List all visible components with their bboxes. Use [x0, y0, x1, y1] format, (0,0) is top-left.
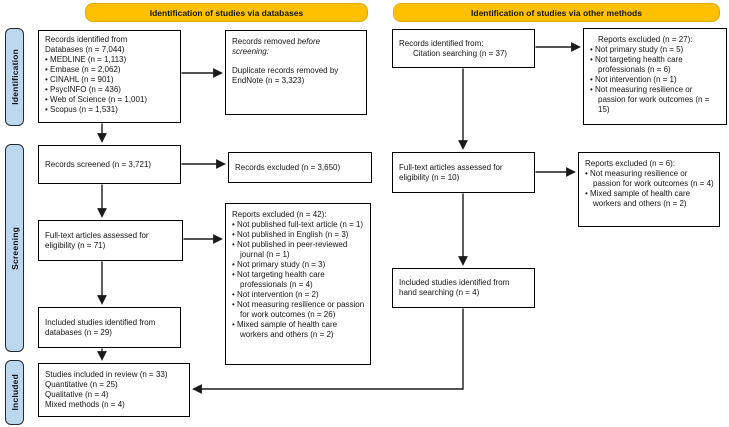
box-records-identified-other: Records identified from: Citation search… [392, 29, 535, 68]
box-title-line: Citation searching (n = 37) [413, 48, 508, 58]
box-title-line: Reports excluded (n = 42): [232, 210, 327, 219]
box-text-line: Studies included in review (n = 33) [45, 370, 168, 379]
box-text-line: Qualitative (n = 4) [45, 390, 109, 399]
list-item: Not published in English (n = 3) [232, 230, 365, 240]
box-fulltext-assessed-databases: Full-text articles assessed for eligibil… [38, 220, 183, 261]
list-item: Web of Science (n = 1,001) [45, 95, 175, 105]
list-item: Not primary study (n = 3) [232, 260, 365, 270]
list-item: Scopus (n = 1,531) [45, 105, 175, 115]
box-included-from-databases: Included studies identified from databas… [38, 307, 181, 348]
box-title-line: Records identified from: [399, 38, 484, 48]
box-records-removed: Records removed before screening: Duplic… [225, 30, 367, 115]
stage-label: Screening [9, 226, 20, 270]
box-text: Full-text articles assessed for eligibil… [45, 230, 149, 250]
box-text: Records screened (n = 3,721) [45, 159, 152, 169]
text-run: Records removed [232, 37, 296, 46]
box-title-line: Records removed before screening: [232, 37, 361, 57]
list-item: Not measuring resilience or passion for … [232, 300, 365, 320]
box-studies-included-review: Studies included in review (n = 33) Quan… [38, 363, 190, 417]
exclusion-reason-list: Not primary study (n = 5) Not targeting … [590, 45, 721, 115]
exclusion-reason-list: Not measuring resilience or passion for … [585, 169, 714, 209]
box-records-excluded: Records excluded (n = 3,650) [228, 152, 372, 183]
box-title-line: Reports excluded (n = 6): [585, 159, 676, 168]
list-item: Not targeting health care professionals … [590, 55, 721, 75]
box-records-identified-databases: Records identified from Databases (n = 7… [38, 30, 181, 123]
database-source-list: MEDLINE (n = 1,113) Embase (n = 2,062) C… [45, 55, 175, 115]
box-text-line: Quantitative (n = 25) [45, 380, 118, 389]
box-included-from-hand-searching: Included studies identified from hand se… [392, 268, 535, 308]
list-item: Not intervention (n = 1) [590, 75, 721, 85]
list-item: Mixed sample of health care workers and … [585, 189, 714, 209]
box-reports-excluded-databases: Reports excluded (n = 42): Not published… [225, 203, 371, 365]
text-run-italic: before [297, 37, 321, 46]
box-text: Included studies identified from databas… [45, 317, 156, 337]
stage-label: Identification [9, 49, 20, 105]
box-reports-excluded-other-27: Reports excluded (n = 27): Not primary s… [583, 28, 727, 125]
stage-label: Included [9, 374, 20, 411]
list-item: Not published in peer-reviewed journal (… [232, 240, 365, 260]
box-text: Included studies identified from hand se… [399, 278, 510, 297]
box-title-line: Databases (n = 7,044) [45, 45, 125, 54]
list-item: Mixed sample of health care workers and … [232, 320, 365, 340]
box-title-line: Records identified from [45, 35, 128, 44]
header-databases: Identification of studies via databases [85, 3, 368, 22]
list-item: Not intervention (n = 2) [232, 290, 365, 300]
box-records-screened: Records screened (n = 3,721) [38, 145, 181, 184]
list-item: Not measuring resilience or passion for … [590, 85, 721, 115]
stage-tab-included: Included [5, 360, 24, 425]
list-item: MEDLINE (n = 1,113) [45, 55, 175, 65]
box-body-text: Duplicate records removed by EndNote (n … [232, 66, 339, 85]
list-item: Embase (n = 2,062) [45, 65, 175, 75]
stage-tab-identification: Identification [5, 28, 24, 126]
box-text-line: Mixed methods (n = 4) [45, 400, 125, 409]
exclusion-reason-list: Not published full-text article (n = 1) … [232, 220, 365, 340]
list-item: Not targeting health care professionals … [232, 270, 365, 290]
box-text: Records excluded (n = 3,650) [235, 162, 341, 172]
header-other-methods: Identification of studies via other meth… [393, 3, 720, 22]
box-text: Full-text articles assessed for eligibil… [399, 162, 503, 182]
list-item: PsycINFO (n = 436) [45, 85, 175, 95]
arrow-included-hand-to-final [192, 308, 464, 394]
list-item: CINAHL (n = 901) [45, 75, 175, 85]
text-run-italic: screening: [232, 47, 269, 56]
box-title-line: Reports excluded (n = 27): [598, 35, 693, 44]
box-reports-excluded-other-6: Reports excluded (n = 6): Not measuring … [578, 152, 720, 227]
box-fulltext-assessed-other: Full-text articles assessed for eligibil… [392, 152, 535, 193]
list-item: Not measuring resilience or passion for … [585, 169, 714, 189]
list-item: Not primary study (n = 5) [590, 45, 721, 55]
list-item: Not published full-text article (n = 1) [232, 220, 365, 230]
stage-tab-screening: Screening [5, 144, 24, 352]
